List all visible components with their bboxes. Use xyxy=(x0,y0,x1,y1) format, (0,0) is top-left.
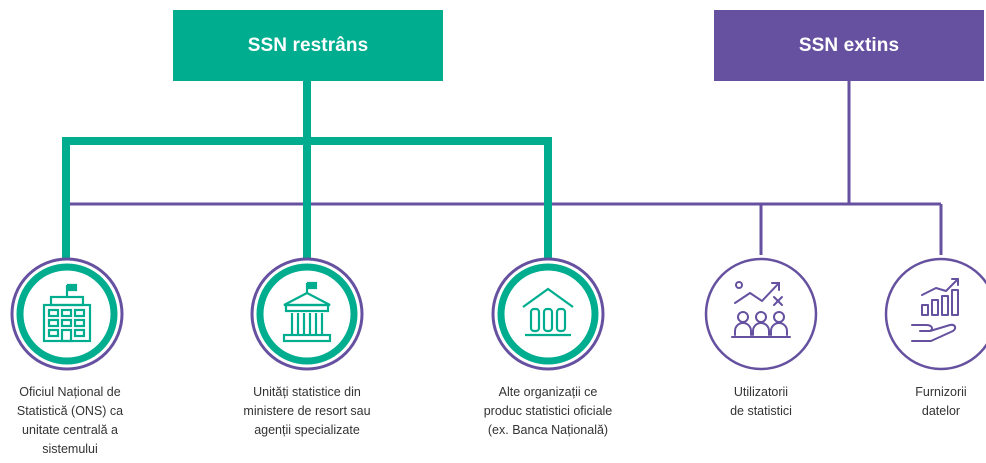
hand-chart-icon xyxy=(884,257,986,371)
node-label-alte-organizatii: Alte organizații ce produc statistici of… xyxy=(483,385,613,437)
ssn-extins-header: SSN extins xyxy=(714,10,984,81)
bank-icon xyxy=(491,257,605,371)
node-label-ons: Oficiul Național de Statistică (ONS) ca … xyxy=(16,385,124,456)
office-building-icon xyxy=(10,257,124,371)
node-label-furnizori: Furnizorii datelor xyxy=(915,385,967,418)
ssn-restrans-header: SSN restrâns xyxy=(173,10,443,81)
users-analytics-icon xyxy=(704,257,818,371)
node-label-ministere: Unități statistice din ministere de reso… xyxy=(243,385,371,437)
government-building-icon xyxy=(250,257,364,371)
extins-connectors xyxy=(65,81,943,255)
node-label-utilizatori: Utilizatorii de statistici xyxy=(730,385,792,418)
restrans-connectors xyxy=(62,81,552,258)
